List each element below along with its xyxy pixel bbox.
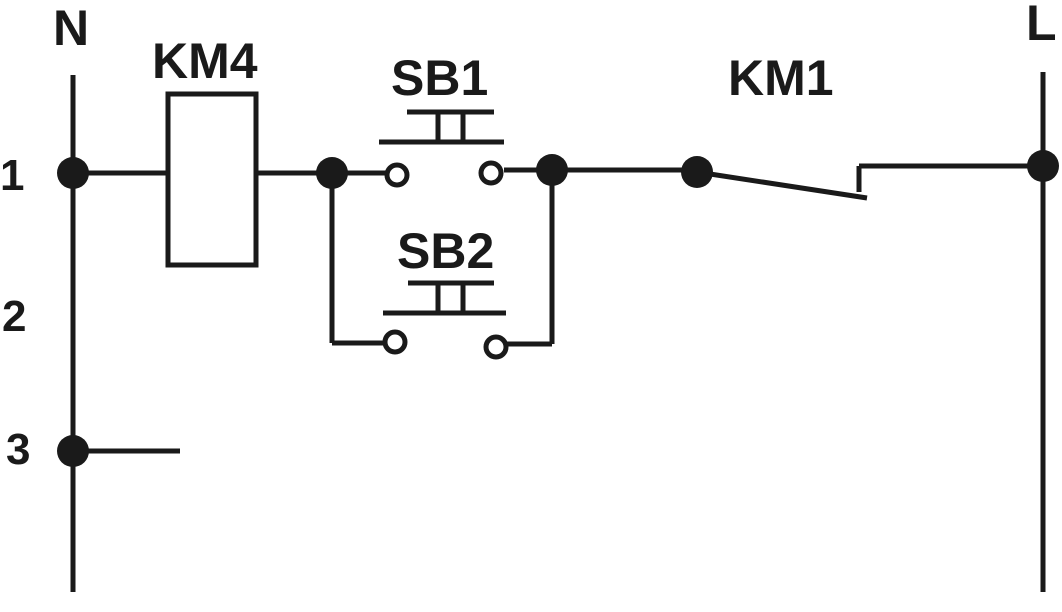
pushbutton-sb1 [379,109,504,188]
sb1-terminal-left [384,162,410,188]
junction-sb-branch [536,154,568,186]
rung-number-3: 3 [6,425,30,474]
rung-number-2: 2 [2,292,26,341]
pushbutton-bottom-label: SB2 [397,223,494,279]
coil-km4 [165,91,259,268]
contact-km1 [696,166,868,201]
junction-n-rung3 [57,435,89,467]
pushbutton-sb2 [382,280,509,360]
pushbutton-top-label: SB1 [391,50,488,106]
sb1-terminal-right [478,160,504,186]
line-rail-label: L [1026,0,1057,51]
neutral-rail-label: N [53,0,89,56]
contact-label: KM1 [728,50,834,106]
junction-l-rung1 [1027,150,1059,182]
junction-km1-left [681,156,713,188]
coil-label: KM4 [152,33,258,89]
junction-coil-branch [316,157,348,189]
sb2-terminal-left [382,329,408,355]
junction-n-rung1 [57,157,89,189]
sb2-terminal-right [483,334,509,360]
rung-number-1: 1 [0,151,24,200]
